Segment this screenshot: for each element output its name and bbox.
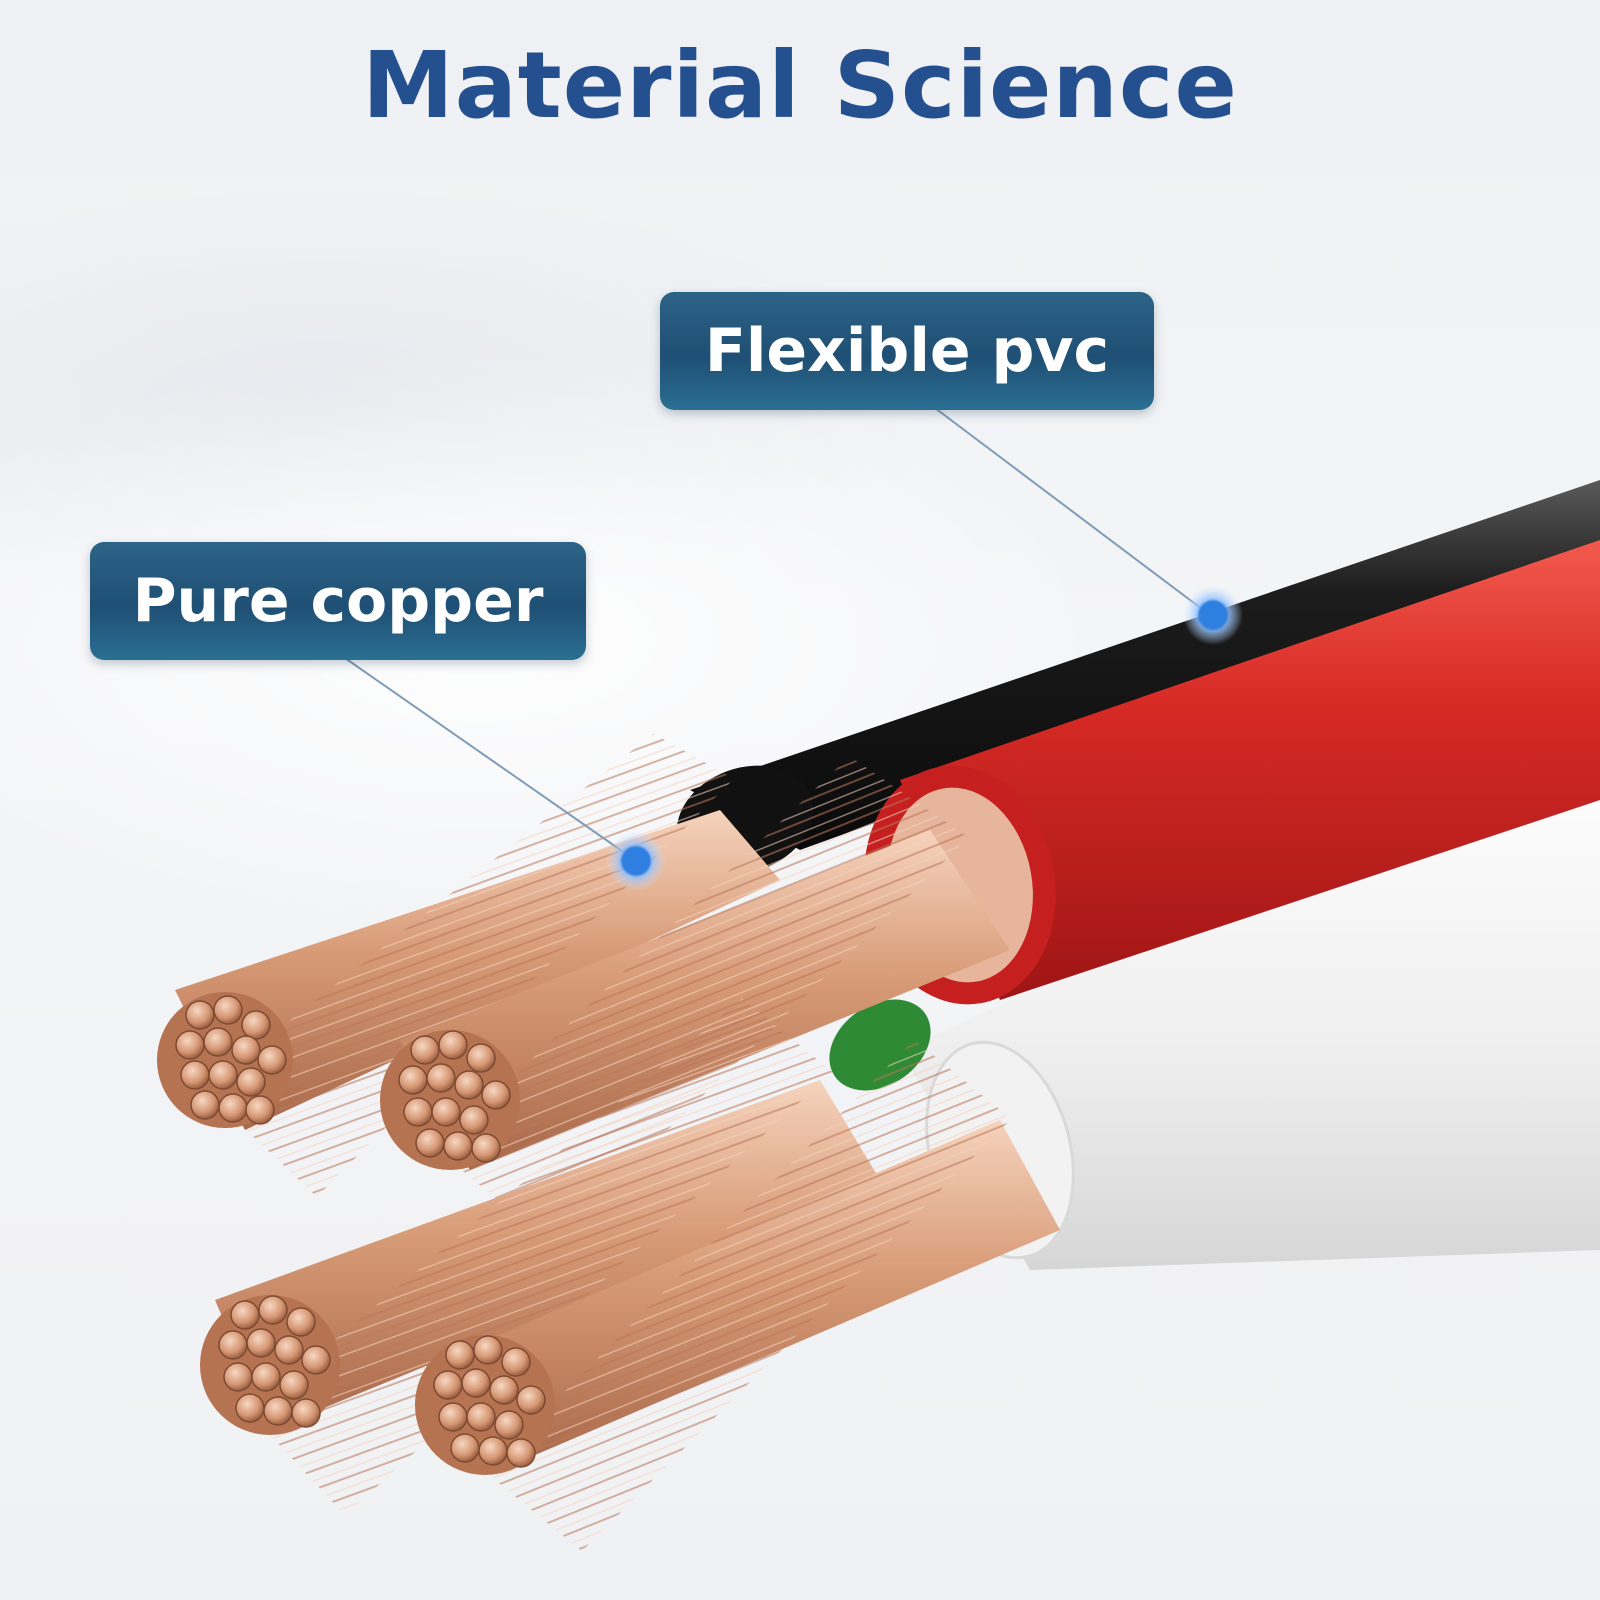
pvc-leader-line bbox=[934, 407, 1211, 616]
page-title: Material Science bbox=[362, 32, 1238, 139]
copper-marker-dot bbox=[606, 831, 666, 891]
flexible-pvc-label: Flexible pvc bbox=[660, 292, 1154, 410]
pvc-marker-dot bbox=[1183, 585, 1243, 645]
strand-ends-1 bbox=[157, 992, 293, 1128]
copper-conductor-bottom-right bbox=[440, 1039, 1060, 1552]
copper-conductor-bottom-left bbox=[215, 998, 880, 1516]
strand-ends-2 bbox=[380, 1030, 520, 1170]
copper-conductor-top-right bbox=[400, 756, 1010, 1244]
strand-ends-4 bbox=[415, 1335, 555, 1475]
copper-leader-line bbox=[344, 657, 633, 859]
pure-copper-text: Pure copper bbox=[132, 566, 544, 636]
flexible-pvc-text: Flexible pvc bbox=[704, 316, 1110, 386]
strand-ends-3 bbox=[200, 1295, 340, 1435]
pure-copper-label: Pure copper bbox=[90, 542, 586, 660]
